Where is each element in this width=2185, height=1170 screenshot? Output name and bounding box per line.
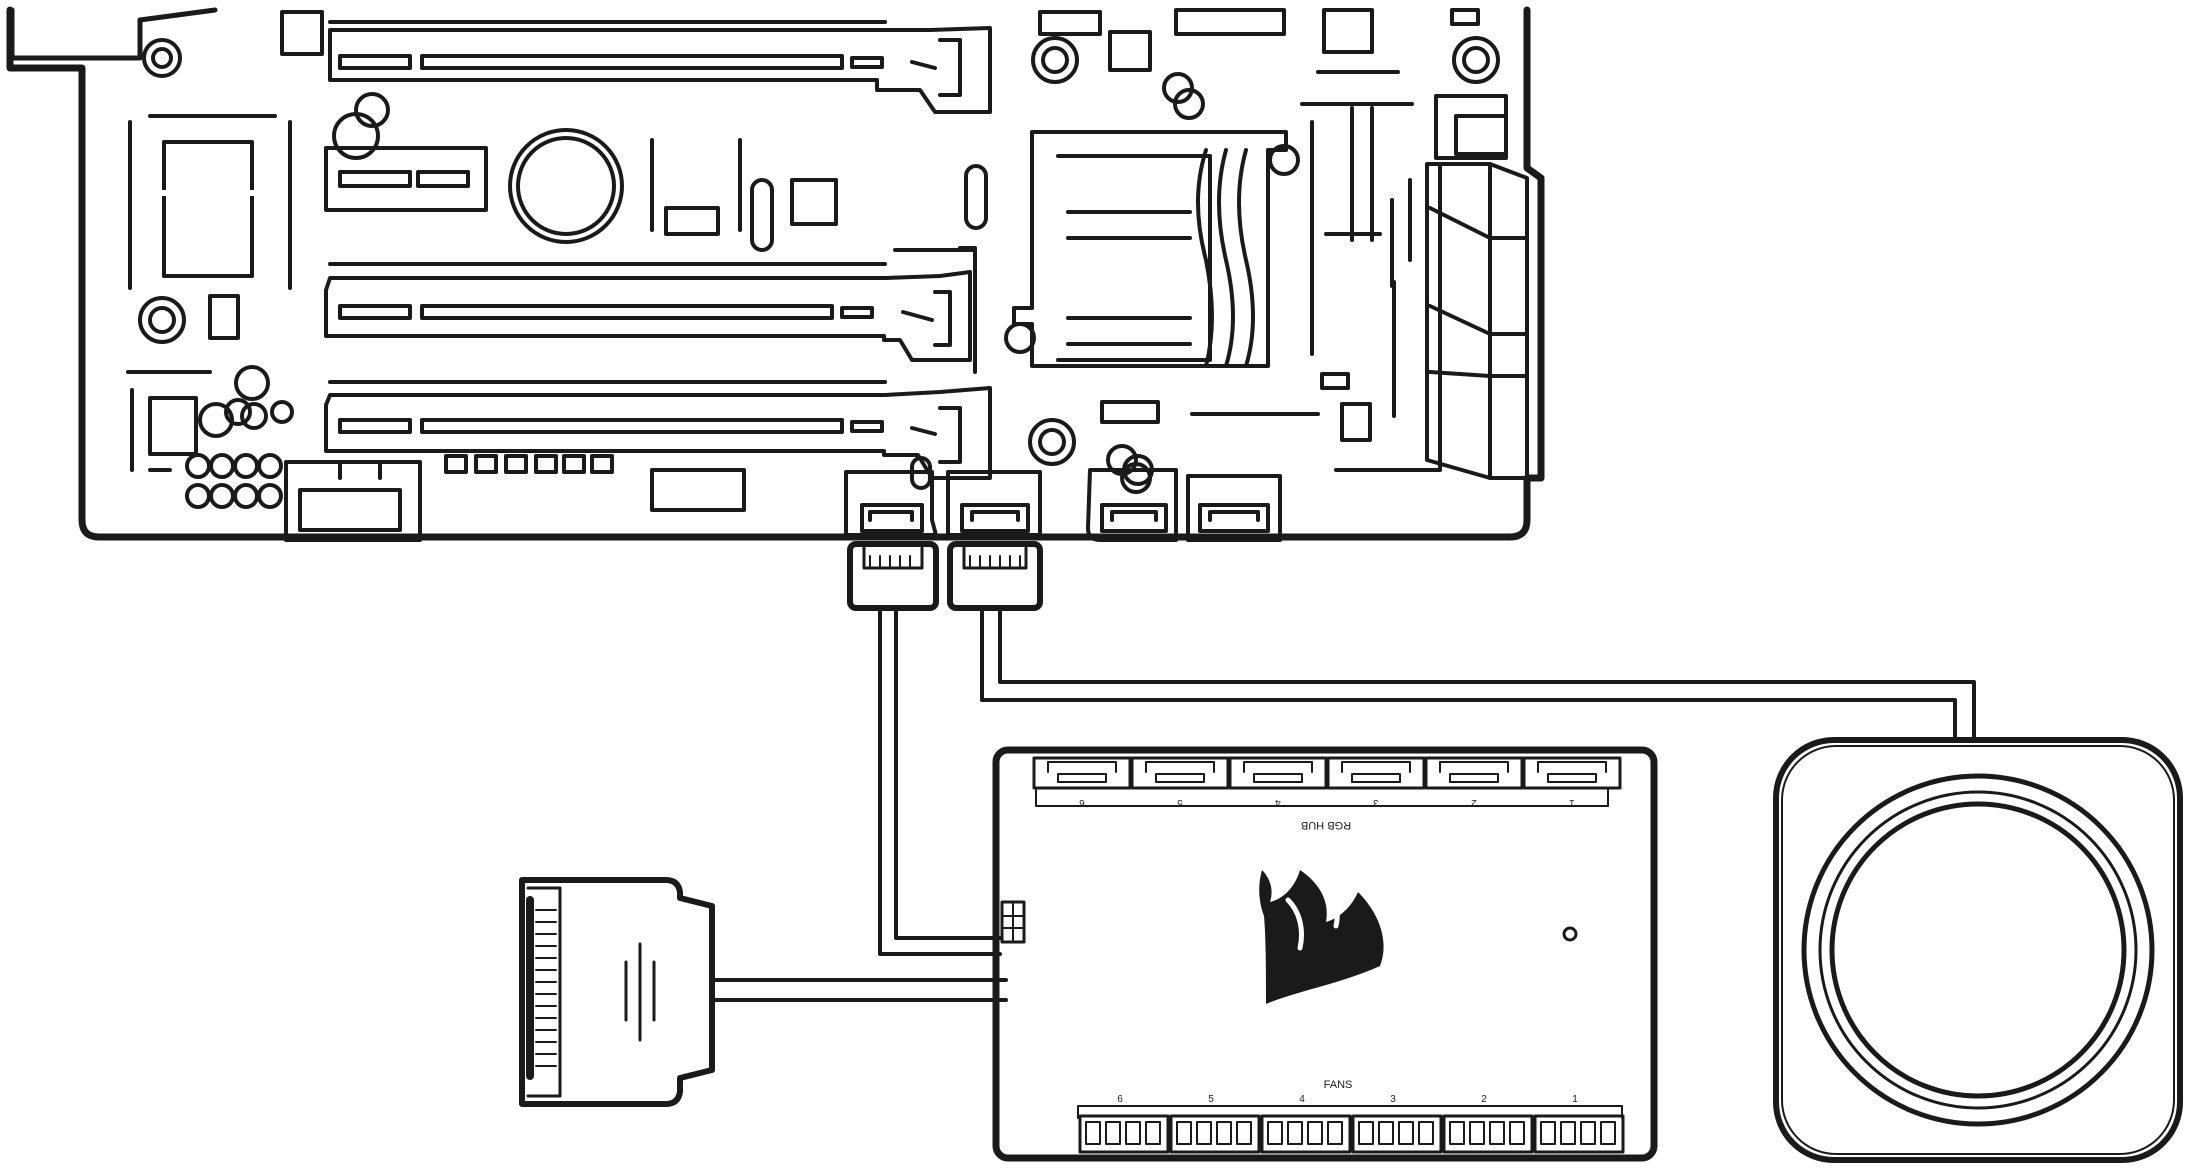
rgb-port-number: 5 [1177, 797, 1183, 808]
mount-hole-top-left-inner [151, 47, 173, 69]
pump-ring-mid [1818, 790, 2138, 1110]
io-block [280, 10, 324, 56]
motherboard-header-3 [1086, 454, 1178, 542]
sata-power-connector [519, 877, 715, 1107]
led-indicator [1562, 926, 1578, 942]
rgb-hub-port-1: 1 [1522, 756, 1622, 808]
bios-chip [162, 140, 254, 278]
fan-port-number: 2 [1481, 1094, 1487, 1105]
rgb-port-bracket [1035, 789, 1609, 807]
motherboard-header-cooler [946, 470, 1042, 537]
pump-ring-outer [1801, 773, 2155, 1127]
fan-port-2: 2 [1442, 1094, 1534, 1154]
capacitor [332, 112, 380, 160]
cooler-pump [1773, 737, 2183, 1163]
motherboard-header-hub [844, 456, 938, 537]
chipset [790, 178, 838, 226]
rgb-port-number: 3 [1373, 797, 1379, 808]
fan-port-5: 5 [1169, 1094, 1261, 1154]
cables [710, 606, 1976, 1002]
rgb-port-number: 1 [1569, 797, 1575, 808]
hub-outline [992, 746, 1658, 1162]
mount-hole-top-right [1452, 36, 1500, 84]
rgb-hub-port-row: 6 5 4 3 2 1 [1032, 756, 1622, 808]
corsair-sails-logo [1259, 870, 1384, 1004]
fan-port-4: 4 [1260, 1094, 1352, 1154]
rgb-hub-port-6: 6 [1032, 756, 1132, 808]
pcie-slot-3 [324, 380, 992, 480]
rgb-hub-label: RGB HUB [1301, 819, 1351, 831]
fan-port-1: 1 [1533, 1094, 1625, 1154]
mount-hole-left [138, 296, 186, 344]
fan-port-number: 3 [1390, 1094, 1396, 1105]
pcie-slot-2 [324, 262, 972, 362]
fan-port-bracket [1077, 1105, 1623, 1119]
large-capacitor [508, 128, 624, 244]
fan-port-number: 5 [1208, 1094, 1214, 1105]
io-shield-edge [9, 7, 218, 61]
rgb-hub-box: 6 5 4 3 2 1 6 5 4 3 2 1 RGB HUB FANS [992, 746, 1658, 1162]
rgb-hub-port-3: 3 [1326, 756, 1426, 808]
fan-port-number: 1 [1572, 1094, 1578, 1105]
rgb-hub-port-4: 4 [1228, 756, 1328, 808]
motherboard [6, 6, 1545, 542]
fan-port-3: 3 [1351, 1094, 1443, 1154]
rgb-headers [844, 454, 1282, 542]
fan-port-6: 6 [1078, 1094, 1170, 1154]
cable-header-to-hub [878, 606, 1002, 956]
pcie-x1-slot [324, 146, 488, 212]
cable-header-to-cooler [980, 606, 1976, 742]
mount-hole-bottom-left [1028, 418, 1076, 466]
fan-port-number: 6 [1117, 1094, 1123, 1105]
rgb-port-number: 6 [1079, 797, 1085, 808]
usb-header-connector [284, 460, 422, 542]
rgb-hub-port-5: 5 [1130, 756, 1230, 808]
rgb-hub-port-2: 2 [1424, 756, 1524, 808]
pump-body [1773, 737, 2183, 1163]
mount-hole-top-left [142, 38, 182, 78]
mount-hole-top-mid [1031, 36, 1079, 84]
pcie-slot-1 [328, 20, 992, 114]
motherboard-outline [6, 6, 1545, 541]
cpu-socket [1004, 130, 1300, 368]
pump-ring-inner [1829, 801, 2127, 1099]
rgb-port-number: 2 [1471, 797, 1477, 808]
cable-plug-cooler [947, 541, 1043, 611]
header-block [650, 468, 746, 512]
fan-port-number: 4 [1299, 1094, 1305, 1105]
rgb-port-number: 4 [1275, 797, 1281, 808]
cable-plug-hub [847, 541, 939, 611]
fan-port-row: 6 5 4 3 2 1 [1078, 1094, 1625, 1154]
cable-sata-to-hub [710, 978, 998, 1002]
fans-label: FANS [1324, 1079, 1353, 1091]
motherboard-header-4 [1186, 474, 1282, 542]
atx-power-connector [1425, 162, 1529, 480]
